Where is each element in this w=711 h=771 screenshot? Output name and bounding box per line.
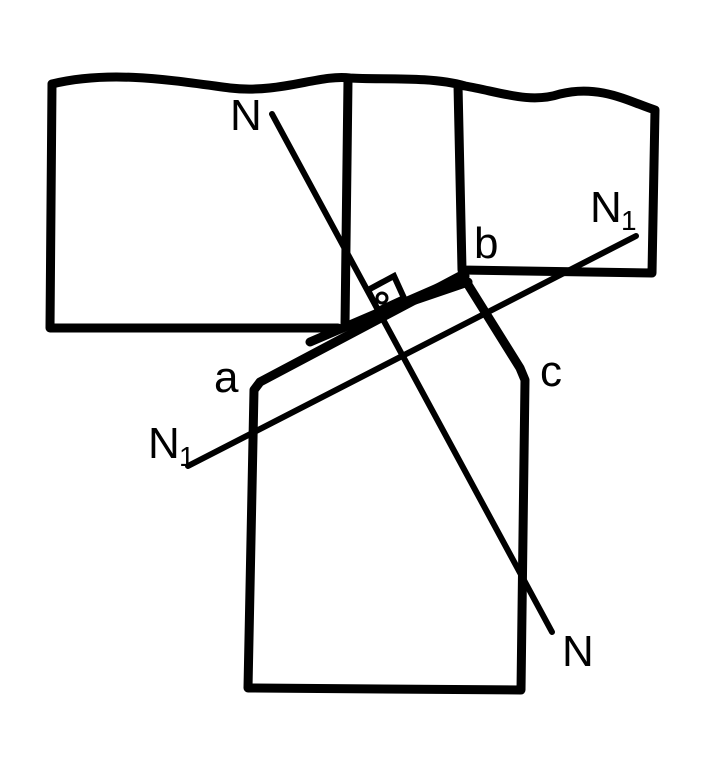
label-n-bottom: N bbox=[562, 627, 594, 676]
right-angle-dot bbox=[375, 291, 389, 305]
label-n1-right: N bbox=[590, 183, 622, 232]
label-n1-right-sub: 1 bbox=[621, 205, 637, 236]
upper-body-outline bbox=[47, 72, 660, 278]
label-point-c: c bbox=[540, 347, 562, 396]
label-point-b: b bbox=[474, 219, 498, 268]
middle-vertical-divider bbox=[340, 75, 367, 331]
label-point-a: a bbox=[214, 353, 239, 402]
right-angle-marker bbox=[364, 271, 408, 314]
label-n1-left: N bbox=[148, 419, 180, 468]
label-n-top: N bbox=[230, 91, 262, 140]
normal-line-n bbox=[269, 111, 555, 635]
label-n1-left-sub: 1 bbox=[179, 441, 195, 472]
contact-strip-upper bbox=[345, 271, 470, 331]
upper-left-block bbox=[45, 79, 343, 333]
lower-body-outline bbox=[243, 270, 530, 695]
line-n1 bbox=[185, 233, 639, 469]
